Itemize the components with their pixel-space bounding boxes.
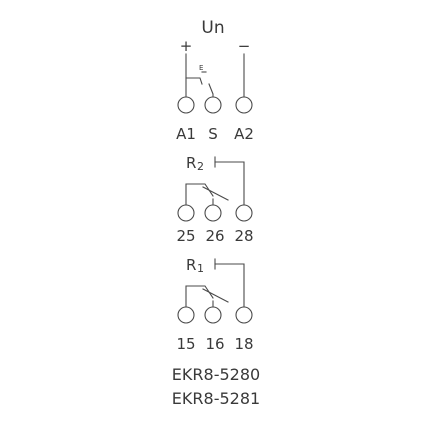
relay-r1-contacts — [185, 258, 245, 308]
terminal-s — [204, 96, 222, 114]
terminal-a1 — [177, 96, 195, 114]
terminal-26 — [204, 204, 222, 222]
switch-mark: E — [199, 64, 203, 72]
supply-circuit: E — [185, 53, 245, 98]
terminal-label-25: 25 — [176, 227, 195, 245]
terminal-label-s: S — [208, 125, 218, 143]
terminal-label-15: 15 — [176, 335, 195, 353]
terminal-16 — [204, 306, 222, 324]
terminal-label-a2: A2 — [234, 125, 254, 143]
terminal-28 — [235, 204, 253, 222]
terminal-label-18: 18 — [234, 335, 253, 353]
minus-sign: − — [238, 37, 251, 55]
relay-r2-contacts — [185, 156, 245, 206]
relay-r1-index: 1 — [197, 262, 204, 275]
terminal-label-16: 16 — [205, 335, 224, 353]
model-number-1: EKR8-5280 — [172, 365, 260, 384]
terminal-18 — [235, 306, 253, 324]
relay-r1-letter: R — [186, 256, 196, 274]
supply-label: Un — [201, 18, 224, 38]
model-number-2: EKR8-5281 — [172, 389, 260, 408]
relay-r2-index: 2 — [197, 160, 204, 173]
terminal-label-28: 28 — [234, 227, 253, 245]
terminal-15 — [177, 306, 195, 324]
plus-sign: + — [180, 37, 193, 55]
terminal-a2 — [235, 96, 253, 114]
relay-r2-letter: R — [186, 154, 196, 172]
terminal-label-26: 26 — [205, 227, 224, 245]
terminal-25 — [177, 204, 195, 222]
terminal-label-a1: A1 — [176, 125, 196, 143]
